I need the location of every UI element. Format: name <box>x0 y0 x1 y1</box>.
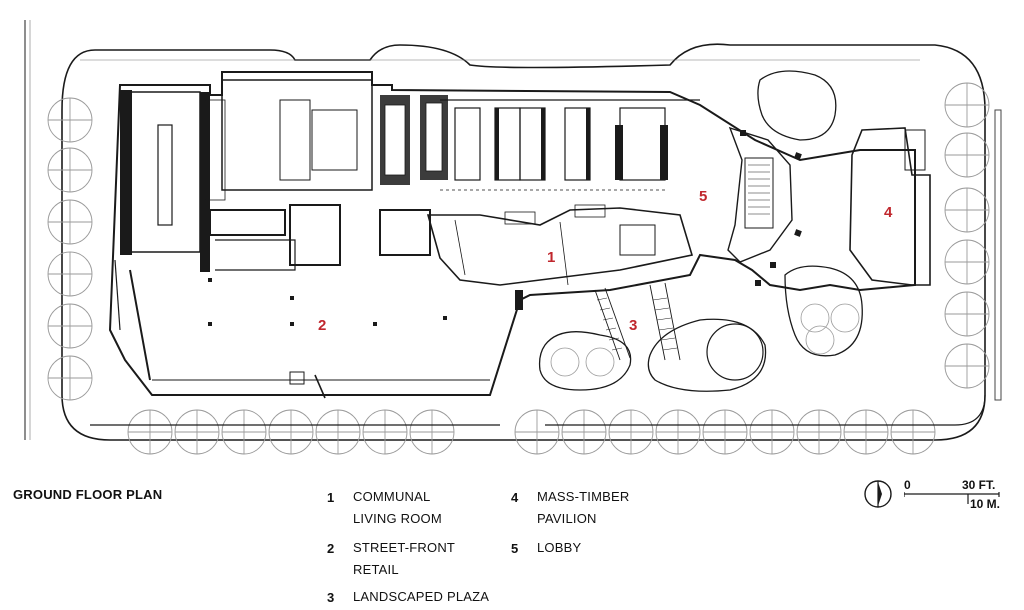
building-outline <box>108 71 916 396</box>
floor-plan-drawing: 1 2 3 4 5 <box>24 20 1002 455</box>
scale-feet: 30 FT. <box>962 478 996 492</box>
communal-living-room <box>426 207 694 286</box>
mass-timber-pavilion <box>849 127 931 286</box>
legend-text-5: LOBBY <box>537 540 582 555</box>
plan-title: GROUND FLOOR PLAN <box>13 487 163 502</box>
plan-label-3: 3 <box>629 317 637 334</box>
legend-num-5: 5 <box>511 541 519 556</box>
legend-num-3: 3 <box>327 590 335 605</box>
scale-zero: 0 <box>904 478 911 492</box>
plan-label-1: 1 <box>547 249 555 266</box>
legend-text-4: MASS-TIMBER PAVILION <box>537 489 630 526</box>
plan-label-5: 5 <box>699 188 707 205</box>
street-trees <box>47 82 990 455</box>
legend-num-2: 2 <box>327 541 335 556</box>
legend-text-1: COMMUNAL LIVING ROOM <box>353 489 442 526</box>
legend-num-1: 1 <box>327 490 335 505</box>
legend-text-3: LANDSCAPED PLAZA <box>353 589 490 604</box>
lobby <box>727 126 793 263</box>
north-arrow-icon <box>864 480 892 508</box>
plan-label-2: 2 <box>318 317 326 334</box>
legend-text-2: STREET-FRONT RETAIL <box>353 540 455 577</box>
legend-num-4: 4 <box>511 490 519 505</box>
plan-label-4: 4 <box>884 204 893 221</box>
scale-meters: 10 M. <box>970 497 1001 511</box>
site-boundary <box>61 43 986 441</box>
